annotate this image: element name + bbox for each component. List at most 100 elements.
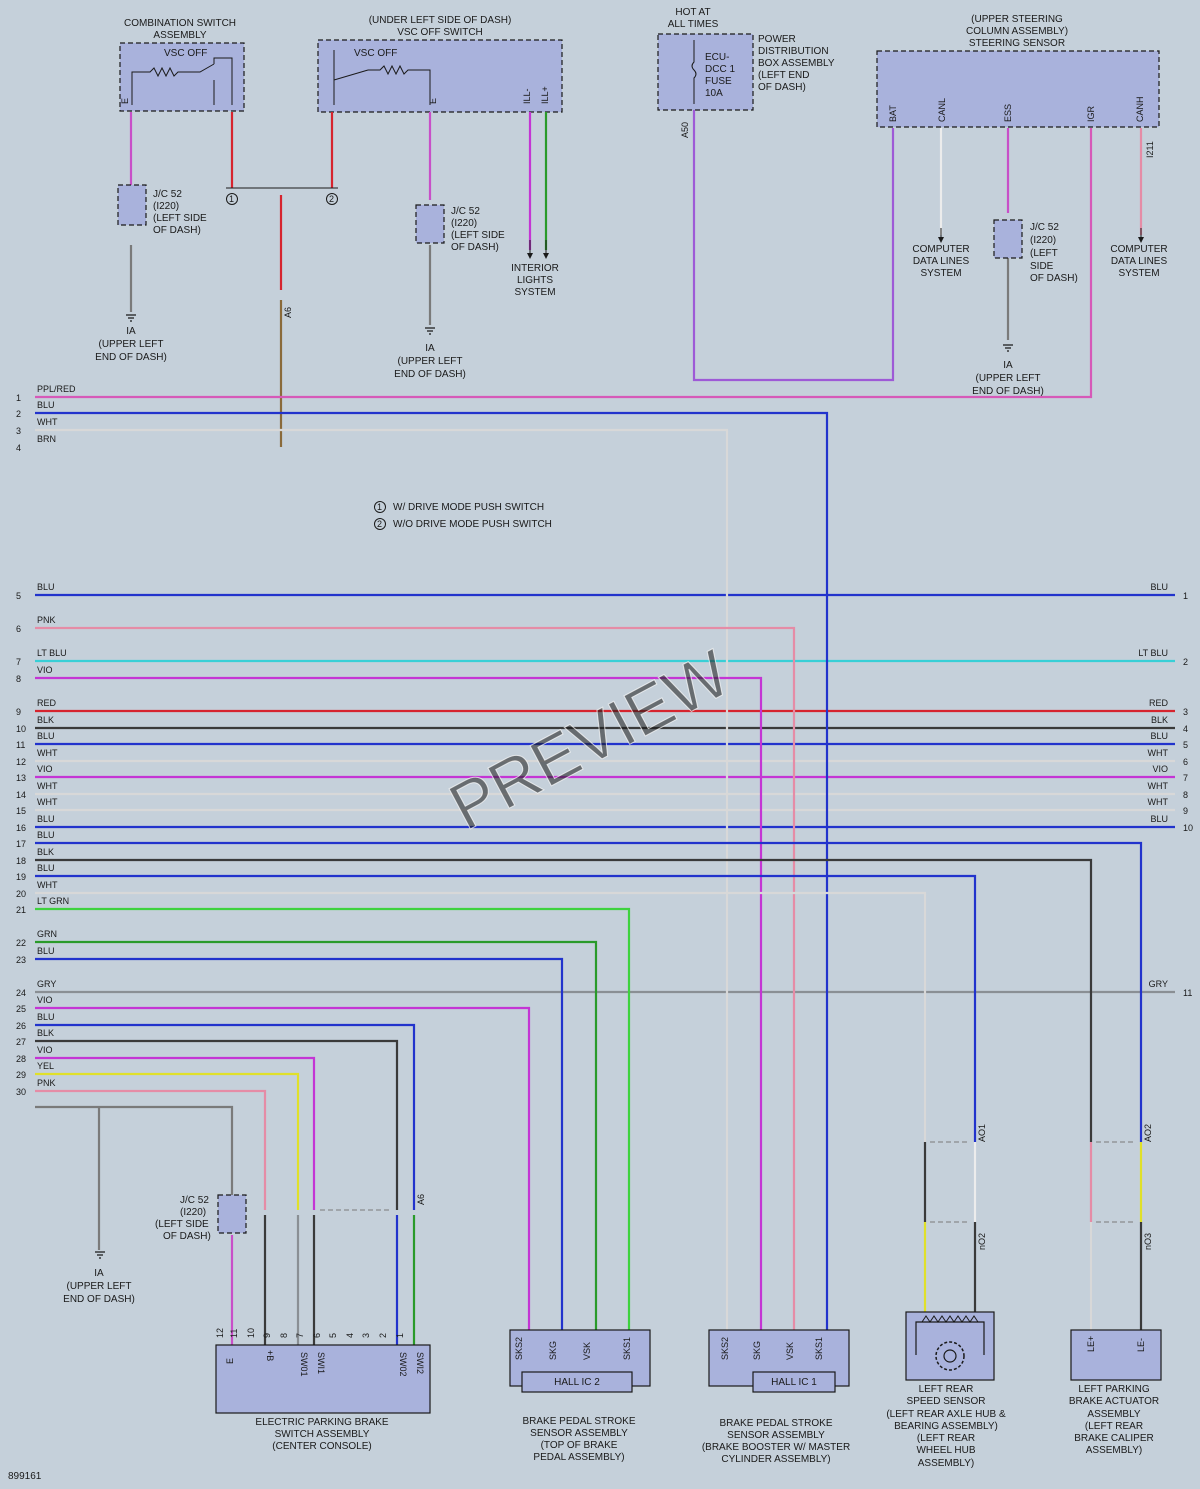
svg-text:I211: I211 (1145, 141, 1155, 158)
left-terminal-num: 1 (16, 393, 21, 403)
svg-text:OF DASH): OF DASH) (451, 242, 499, 253)
epb-pin-number: 11 (229, 1329, 239, 1338)
combination-switch-label: COMBINATION SWITCH (124, 18, 236, 29)
svg-text:J/C 52: J/C 52 (180, 1195, 209, 1206)
svg-text:E: E (120, 98, 130, 104)
right-terminal-color: WHT (1148, 781, 1169, 791)
svg-text:ALL TIMES: ALL TIMES (668, 19, 719, 30)
svg-text:END OF DASH): END OF DASH) (972, 386, 1044, 397)
left-terminal-num: 15 (16, 806, 26, 816)
svg-text:W/O DRIVE MODE PUSH SWITCH: W/O DRIVE MODE PUSH SWITCH (393, 519, 552, 530)
right-terminal-num: 5 (1183, 740, 1188, 750)
ground-ia-d: IA (94, 1268, 104, 1279)
svg-text:SYSTEM: SYSTEM (1118, 268, 1159, 279)
left-terminal-color: GRY (37, 979, 56, 989)
left-terminal-num: 21 (16, 905, 26, 915)
svg-text:SWI2: SWI2 (415, 1352, 425, 1374)
preview-watermark: PREVIEW (437, 635, 741, 844)
left-terminal-num: 22 (16, 938, 26, 948)
computer-data-lines-2: COMPUTER (1110, 244, 1167, 255)
svg-text:(LEFT END: (LEFT END (758, 70, 810, 81)
right-terminal-color: VIO (1152, 764, 1168, 774)
left-terminal-color: GRN (37, 929, 57, 939)
svg-text:+B: +B (265, 1350, 275, 1361)
left-terminal-num: 24 (16, 988, 26, 998)
jc52-b: J/C 52 (I220) (LEFT SIDE OF DASH) (415, 204, 505, 253)
terminal-wires (35, 593, 1175, 994)
svg-text:(I220): (I220) (1030, 235, 1056, 246)
left-terminal-color: PPL/RED (37, 384, 76, 394)
svg-text:1: 1 (377, 502, 382, 512)
left-terminal-color: BLU (37, 814, 55, 824)
svg-text:SKG: SKG (752, 1341, 762, 1360)
svg-text:(UPPER LEFT: (UPPER LEFT (975, 373, 1040, 384)
svg-text:IGR: IGR (1086, 105, 1096, 122)
svg-text:SKS2: SKS2 (720, 1337, 730, 1360)
left-terminal-num: 13 (16, 773, 26, 783)
svg-text:ILL-: ILL- (522, 88, 532, 104)
svg-text:(UPPER LEFT: (UPPER LEFT (66, 1281, 131, 1292)
left-terminal-num: 10 (16, 724, 26, 734)
svg-text:BOX ASSEMBLY: BOX ASSEMBLY (758, 58, 835, 69)
svg-text:(I220): (I220) (451, 218, 477, 229)
left-terminal-color: YEL (37, 1061, 54, 1071)
left-terminal-color: VIO (37, 1045, 53, 1055)
left-terminal-num: 4 (16, 443, 21, 453)
right-terminal-color: WHT (1148, 748, 1169, 758)
left-terminal-color: WHT (37, 748, 58, 758)
left-terminal-num: 30 (16, 1087, 26, 1097)
ground-ia-a: IA (126, 326, 136, 337)
svg-text:2: 2 (329, 194, 334, 204)
svg-text:SENSOR ASSEMBLY: SENSOR ASSEMBLY (727, 1430, 825, 1441)
left-terminal-num: 11 (16, 740, 25, 750)
right-terminal-color: BLU (1150, 814, 1168, 824)
epb-pin-number: 12 (215, 1328, 225, 1338)
jc52-a: J/C 52 (I220) (LEFT SIDE OF DASH) (117, 184, 207, 236)
svg-text:SIDE: SIDE (1030, 261, 1054, 272)
svg-text:SKS1: SKS1 (622, 1337, 632, 1360)
svg-text:(LEFT SIDE: (LEFT SIDE (451, 230, 505, 241)
svg-text:AO2: AO2 (1143, 1124, 1153, 1142)
svg-text:SPEED SENSOR: SPEED SENSOR (907, 1396, 986, 1407)
left-terminal-num: 3 (16, 426, 21, 436)
svg-text:COLUMN ASSEMBLY): COLUMN ASSEMBLY) (966, 26, 1068, 37)
right-terminal-num: 8 (1183, 790, 1188, 800)
steering-sensor: (UPPER STEERING COLUMN ASSEMBLY) STEERIN… (876, 14, 1160, 128)
right-terminal-num: 10 (1183, 823, 1193, 833)
right-terminal-color: GRY (1149, 979, 1168, 989)
left-terminal-num: 12 (16, 757, 26, 767)
svg-text:PEDAL ASSEMBLY): PEDAL ASSEMBLY) (533, 1452, 624, 1463)
svg-text:(LEFT REAR: (LEFT REAR (1085, 1421, 1143, 1432)
svg-text:SKS2: SKS2 (514, 1337, 524, 1360)
svg-text:(TOP OF BRAKE: (TOP OF BRAKE (541, 1440, 618, 1451)
svg-text:(BRAKE BOOSTER W/ MASTER: (BRAKE BOOSTER W/ MASTER (702, 1442, 850, 1453)
left-terminal-color: VIO (37, 995, 53, 1005)
svg-text:CANL: CANL (937, 98, 947, 122)
right-terminal-color: BLU (1150, 731, 1168, 741)
left-terminal-color: BLK (37, 715, 54, 725)
left-terminal-color: WHT (37, 880, 58, 890)
right-terminal-color: WHT (1148, 797, 1169, 807)
electric-parking-brake-switch: E +B SW01 SWI1 SW02 SWI2 ELECTRIC PARKIN… (215, 1344, 431, 1452)
svg-text:SWI1: SWI1 (316, 1352, 326, 1374)
svg-text:(UPPER LEFT: (UPPER LEFT (397, 356, 462, 367)
computer-data-lines-1: COMPUTER (912, 244, 969, 255)
epb-pin-number: 9 (262, 1333, 272, 1338)
top-wires (35, 110, 1143, 447)
svg-text:(LEFT SIDE: (LEFT SIDE (155, 1219, 209, 1230)
svg-text:HALL IC 1: HALL IC 1 (771, 1377, 817, 1388)
left-parking-brake-actuator: LE+ LE- LEFT PARKING BRAKE ACTUATOR ASSE… (1069, 1329, 1162, 1456)
svg-text:ASSEMBLY): ASSEMBLY) (1086, 1445, 1143, 1456)
left-terminal-color: BLU (37, 1012, 55, 1022)
left-terminal-color: BRN (37, 434, 56, 444)
svg-text:(LEFT REAR AXLE HUB &: (LEFT REAR AXLE HUB & (886, 1409, 1006, 1420)
svg-text:FUSE: FUSE (705, 76, 732, 87)
power-distribution-box: HOT AT ALL TIMES ECU- DCC 1 FUSE 10A POW… (657, 7, 835, 111)
right-terminal-color: BLK (1151, 715, 1168, 725)
svg-text:J/C 52: J/C 52 (451, 206, 480, 217)
interior-lights-label: INTERIOR (511, 263, 559, 274)
svg-text:ASSEMBLY: ASSEMBLY (1087, 1409, 1140, 1420)
left-terminal-num: 8 (16, 674, 21, 684)
svg-text:AO1: AO1 (977, 1124, 987, 1142)
